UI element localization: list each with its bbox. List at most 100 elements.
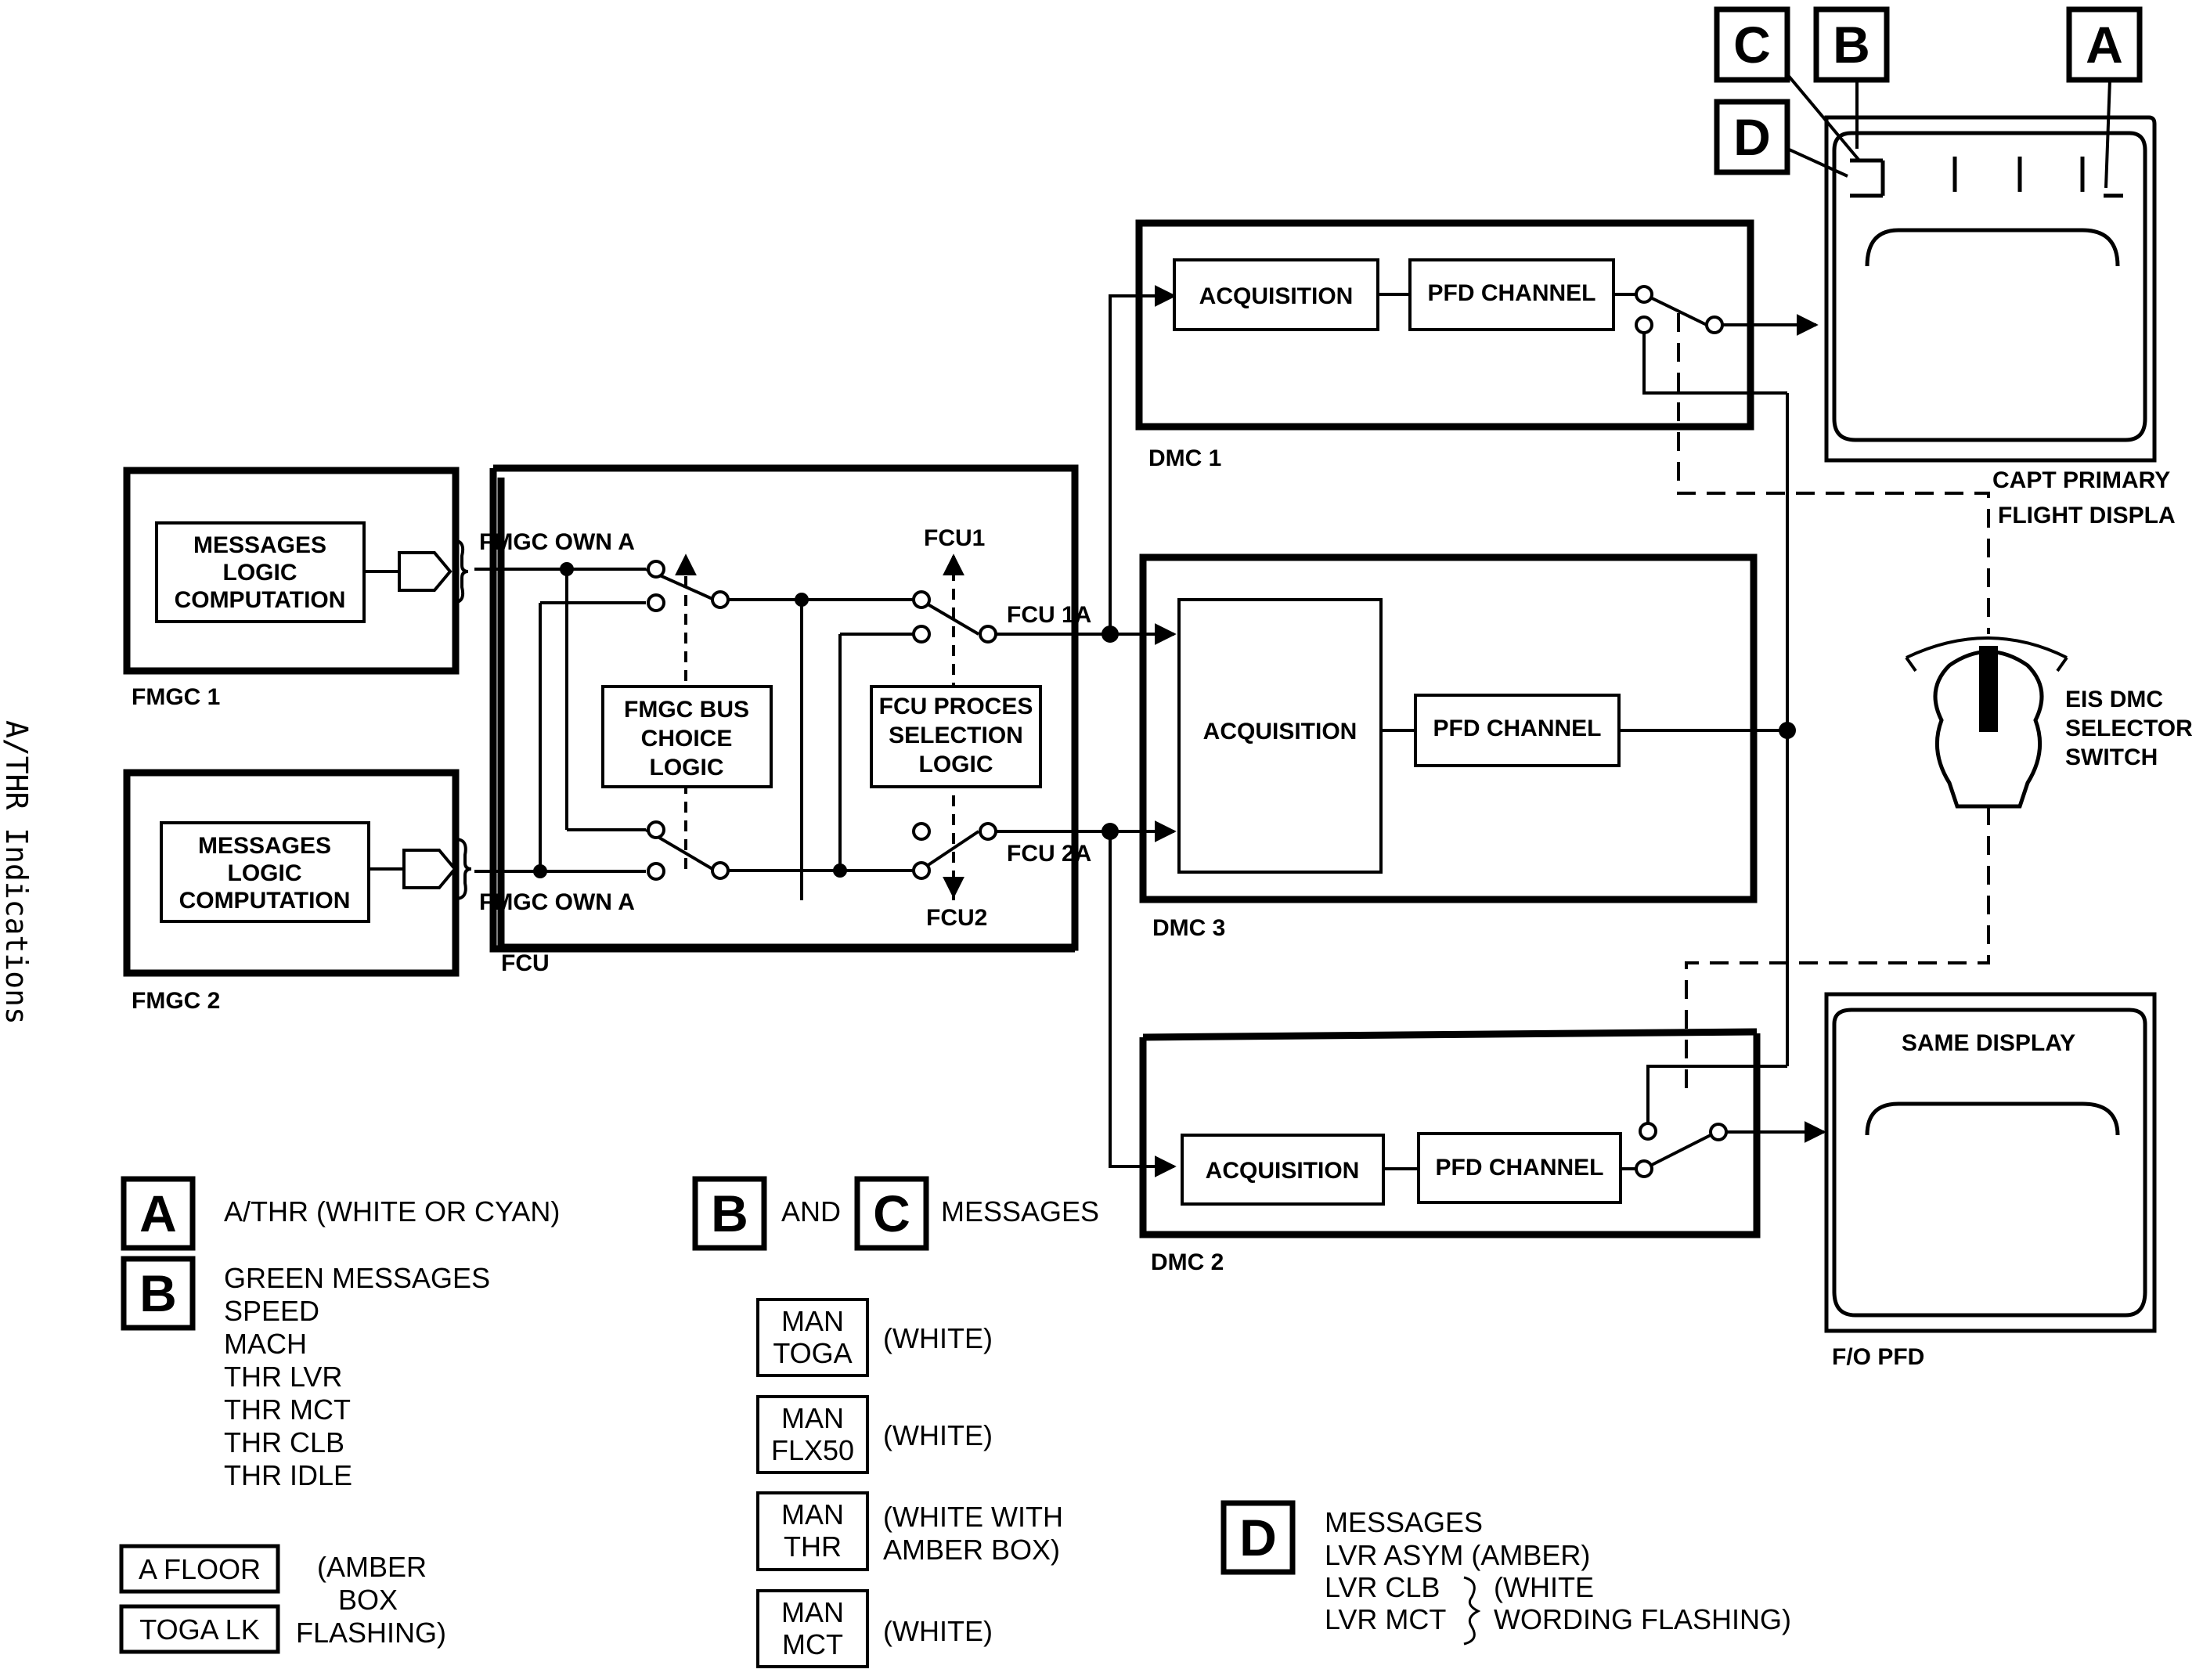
capt-pfd: CAPT PRIMARY FLIGHT DISPLA	[1824, 115, 2176, 528]
svg-text:A: A	[2086, 16, 2123, 74]
fmgc2-inner-line1: MESSAGES	[198, 833, 331, 859]
dmc3-pfd: PFD CHANNEL	[1433, 716, 1602, 741]
fcu2-label: FCU2	[926, 905, 987, 931]
dmc2-block: ACQUISITION PFD CHANNEL DMC 2	[1139, 1028, 1761, 1275]
legend-b-line1: GREEN MESSAGES	[224, 1262, 490, 1294]
legend-d: D MESSAGES LVR ASYM (AMBER) LVR CLB LVR …	[1220, 1500, 1791, 1646]
legend-b-line3: MACH	[224, 1328, 307, 1360]
selector-line1: EIS DMC	[2065, 687, 2163, 712]
dmc3-block: ACQUISITION PFD CHANNEL DMC 3	[1139, 553, 1758, 941]
legend-b: B GREEN MESSAGES SPEED MACH THR LVR THR …	[121, 1256, 490, 1491]
svg-text:AMBER BOX): AMBER BOX)	[883, 1534, 1060, 1566]
legend-b-line6: THR CLB	[224, 1426, 344, 1458]
svg-text:MAN: MAN	[781, 1498, 844, 1530]
callout-d: D	[1714, 99, 1848, 178]
capt-pfd-label-1: CAPT PRIMARY	[1992, 467, 2170, 493]
legend-bc: B AND C MESSAGES	[692, 1176, 1099, 1251]
legend-d-line4: LVR MCT	[1325, 1603, 1446, 1635]
amber-note-1: (AMBER	[317, 1551, 427, 1583]
dmc1-block: ACQUISITION PFD CHANNEL DMC 1	[1135, 219, 1754, 471]
dmc1-label: DMC 1	[1148, 445, 1221, 471]
fcu1a-label: FCU 1A	[1007, 602, 1091, 628]
fcu-proc-line1: FCU PROCES	[879, 694, 1033, 719]
svg-text:B: B	[1833, 16, 1870, 74]
legend-d-line3: LVR CLB	[1325, 1571, 1440, 1603]
legend-bc-and: AND	[781, 1195, 841, 1228]
svg-text:THR: THR	[784, 1530, 842, 1563]
svg-text:B: B	[711, 1184, 748, 1242]
svg-text:(WHITE): (WHITE)	[883, 1419, 993, 1451]
legend-b-line2: SPEED	[224, 1295, 319, 1327]
fmgc-own-a-bottom: FMGC OWN A	[479, 889, 635, 915]
fmgc1-label: FMGC 1	[132, 684, 220, 710]
fo-pfd-inner: SAME DISPLAY	[1902, 1030, 2075, 1056]
svg-text:D: D	[1239, 1509, 1277, 1566]
amber-note-3: FLASHING)	[296, 1617, 446, 1649]
svg-text:MAN: MAN	[781, 1305, 844, 1337]
fmgc2-label: FMGC 2	[132, 988, 220, 1014]
dmc2-acq: ACQUISITION	[1206, 1158, 1360, 1184]
legend-b-line4: THR LVR	[224, 1361, 342, 1393]
svg-text:D: D	[1733, 108, 1771, 166]
legend-b-line5: THR MCT	[224, 1393, 351, 1426]
eis-dmc-selector-switch[interactable]: EIS DMC SELECTOR SWITCH	[1905, 636, 2193, 809]
svg-text:MAN: MAN	[781, 1402, 844, 1434]
selector-line3: SWITCH	[2065, 744, 2158, 770]
fmgc-own-a-top: FMGC OWN A	[479, 529, 635, 555]
legend-a-text: A/THR (WHITE OR CYAN)	[224, 1195, 560, 1228]
svg-text:MAN: MAN	[781, 1596, 844, 1628]
svg-text:C: C	[1733, 16, 1771, 74]
fmgc2-block: MESSAGES LOGIC COMPUTATION FMGC 2	[123, 769, 472, 1014]
fcu-proc-line3: LOGIC	[919, 752, 993, 777]
legend-bc-messages: MESSAGES	[941, 1195, 1099, 1228]
fcu-block: FCU FMGC OWN A FMGC OWN A	[474, 464, 1113, 976]
callout-c: C	[1714, 6, 1861, 162]
svg-text:B: B	[139, 1264, 177, 1322]
legend-d-line2: LVR ASYM (AMBER)	[1325, 1539, 1590, 1571]
dmc2-pfd: PFD CHANNEL	[1436, 1155, 1604, 1181]
fmgc2-inner-line3: COMPUTATION	[179, 888, 351, 914]
callout-b: B	[1813, 6, 1890, 149]
legend-man-items: MAN TOGA (WHITE) MAN FLX50 (WHITE) MAN T…	[756, 1298, 1063, 1668]
svg-text:MCT: MCT	[782, 1628, 843, 1660]
svg-text:(WHITE WITH: (WHITE WITH	[883, 1501, 1063, 1533]
legend-b-line7: THR IDLE	[224, 1459, 352, 1491]
fmgc-bus-line2: CHOICE	[641, 726, 733, 752]
callout-a: A	[2066, 6, 2143, 189]
fcu2a-label: FCU 2A	[1007, 841, 1091, 867]
fmgc1-block: MESSAGES LOGIC COMPUTATION FMGC 1	[123, 467, 469, 710]
svg-text:TOGA: TOGA	[773, 1337, 852, 1369]
fmgc-bus-line3: LOGIC	[650, 755, 724, 781]
side-title: A/THR Indications	[0, 720, 34, 1025]
fo-pfd: SAME DISPLAY F/O PFD	[1824, 992, 2157, 1370]
fo-pfd-label: F/O PFD	[1832, 1344, 1924, 1370]
svg-text:FLX50: FLX50	[771, 1434, 854, 1466]
legend-a: A A/THR (WHITE OR CYAN)	[121, 1176, 560, 1251]
toga-lk-box: TOGA LK	[139, 1613, 259, 1646]
fmgc1-inner-line3: COMPUTATION	[175, 587, 346, 613]
selector-line2: SELECTOR	[2065, 716, 2193, 741]
dmc1-acq: ACQUISITION	[1199, 283, 1354, 309]
fcu-label: FCU	[501, 950, 550, 976]
legend-d-note2: WORDING FLASHING)	[1494, 1603, 1791, 1635]
legend-d-note1: (WHITE	[1494, 1571, 1594, 1603]
fmgc1-inner-line1: MESSAGES	[193, 532, 326, 558]
capt-pfd-label-2: FLIGHT DISPLA	[1998, 503, 2176, 528]
dmc3-label: DMC 3	[1152, 915, 1225, 941]
a-floor-box: A FLOOR	[139, 1553, 261, 1585]
dmc1-pfd: PFD CHANNEL	[1428, 280, 1596, 306]
fcu-proc-line2: SELECTION	[889, 723, 1023, 748]
dmc3-acq: ACQUISITION	[1203, 719, 1357, 744]
legend-d-line1: MESSAGES	[1325, 1506, 1483, 1538]
svg-text:(WHITE): (WHITE)	[883, 1322, 993, 1354]
fmgc1-inner-line2: LOGIC	[223, 560, 297, 586]
fmgc-bus-line1: FMGC BUS	[624, 697, 749, 723]
amber-note-2: BOX	[338, 1584, 398, 1616]
dmc2-label: DMC 2	[1151, 1249, 1224, 1275]
fcu1-label: FCU1	[924, 525, 985, 551]
svg-text:C: C	[873, 1184, 910, 1242]
fmgc2-inner-line2: LOGIC	[228, 860, 302, 886]
svg-text:(WHITE): (WHITE)	[883, 1615, 993, 1647]
legend-amber-boxes: A FLOOR TOGA LK (AMBER BOX FLASHING)	[119, 1544, 446, 1654]
